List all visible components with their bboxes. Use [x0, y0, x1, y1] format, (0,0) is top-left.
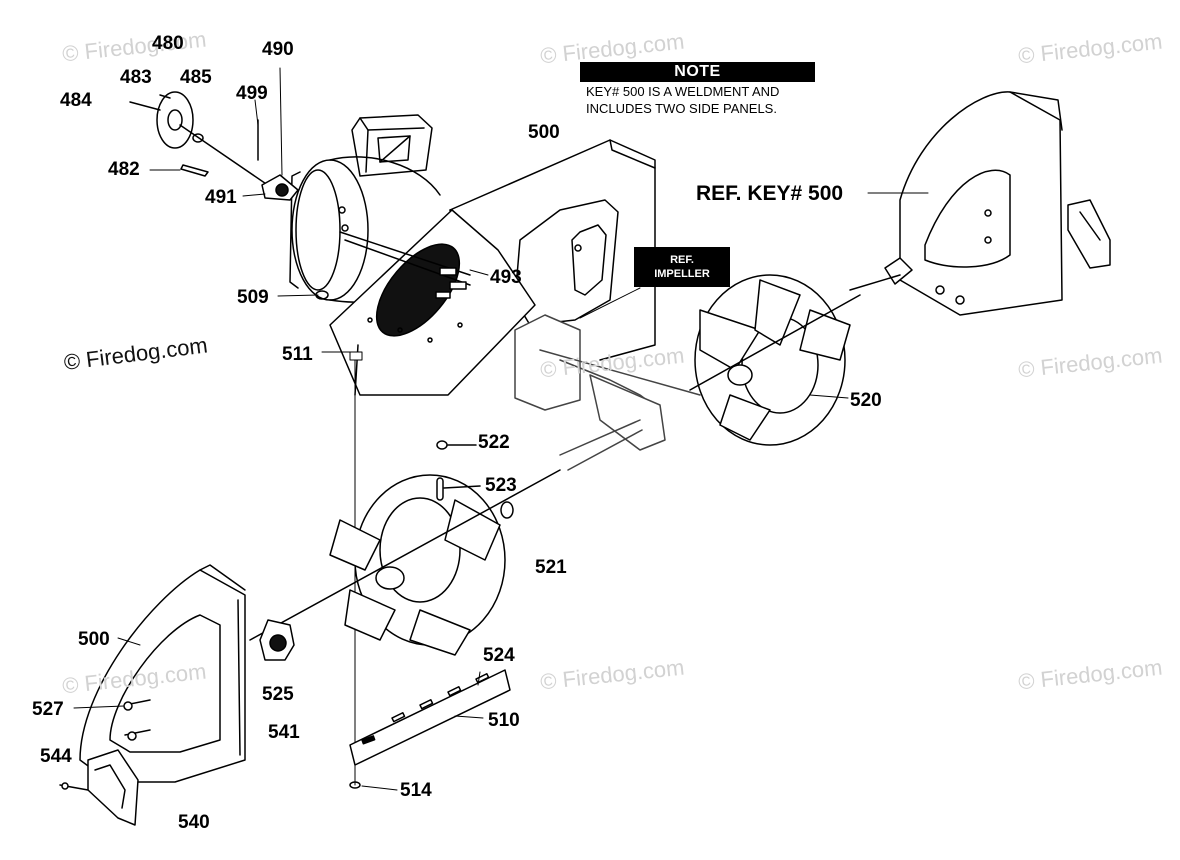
- part-label-540: 540: [178, 812, 210, 833]
- note-line-2: INCLUDES TWO SIDE PANELS.: [586, 101, 777, 116]
- part-label-523: 523: [485, 475, 517, 496]
- impeller-520: [689, 274, 861, 446]
- ref-key-label: REF. KEY# 500: [696, 182, 844, 205]
- sprocket-assembly: [129, 91, 299, 201]
- gear-case: [514, 314, 701, 471]
- part-label-511: 511: [282, 344, 313, 365]
- skid-540: [59, 749, 139, 826]
- part-label-509: 509: [237, 287, 269, 308]
- bolts: [315, 231, 471, 300]
- note-box: NOTE KEY# 500 IS A WELDMENT AND INCLUDES…: [580, 62, 815, 116]
- part-label-525: 525: [262, 684, 294, 705]
- callout-line-1: REF.: [670, 254, 694, 266]
- callout-line-2: IMPELLER: [654, 268, 710, 280]
- ref-impeller-callout: REF. IMPELLER: [634, 247, 730, 287]
- part-label-514: 514: [400, 780, 432, 801]
- part-label-522: 522: [478, 432, 510, 453]
- part-label-527: 527: [32, 699, 64, 720]
- part-label-500-top: 500: [528, 122, 560, 143]
- part-label-482: 482: [108, 159, 140, 180]
- part-label-493: 493: [490, 267, 522, 288]
- part-label-544: 544: [40, 746, 72, 767]
- part-label-499: 499: [236, 83, 268, 104]
- part-label-484: 484: [60, 90, 92, 111]
- leader-lines: [73, 67, 929, 791]
- part-label-483: 483: [120, 67, 152, 88]
- part-label-510: 510: [488, 710, 520, 731]
- part-label-480: 480: [152, 33, 184, 54]
- scraper-bar-510: [349, 669, 511, 789]
- part-label-541: 541: [268, 722, 300, 743]
- part-label-521: 521: [535, 557, 567, 578]
- part-label-500-left: 500: [78, 629, 110, 650]
- assembly-line-vertical: [349, 351, 363, 786]
- housing-weldment: [329, 139, 656, 396]
- auger-521: [249, 469, 561, 656]
- part-label-485: 485: [180, 67, 212, 88]
- shear-pins: [436, 440, 481, 501]
- part-label-491: 491: [205, 187, 237, 208]
- right-side-panel: [849, 91, 1111, 316]
- note-heading: NOTE: [580, 62, 815, 82]
- part-label-524: 524: [483, 645, 515, 666]
- part-label-520: 520: [850, 390, 882, 411]
- part-label-490: 490: [262, 39, 294, 60]
- note-line-1: KEY# 500 IS A WELDMENT AND: [586, 84, 780, 99]
- left-side-panel: [79, 564, 295, 783]
- chute-spout: [351, 114, 433, 177]
